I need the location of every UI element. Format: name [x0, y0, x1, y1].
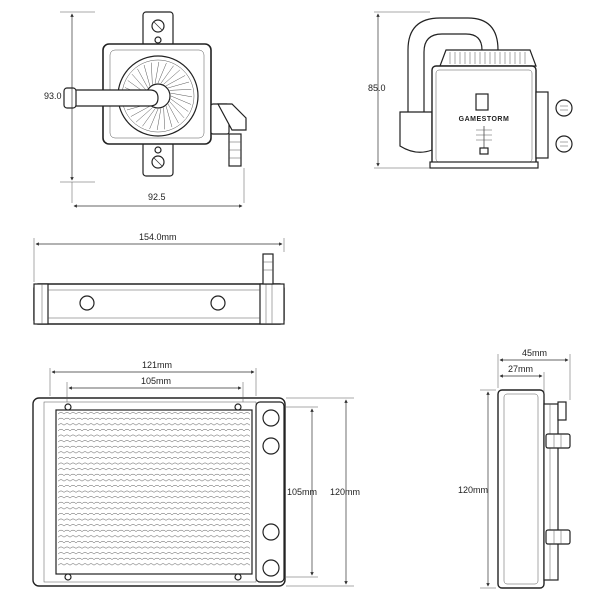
radiator-top-view: 154.0mm [33, 232, 285, 325]
radiator-outer-height-label: 120mm [330, 487, 360, 497]
radiator-total-depth-label: 45mm [522, 348, 547, 358]
radiator-length-label: 154.0mm [139, 232, 177, 242]
pump-side-height-label: 85.0 [368, 83, 386, 93]
pump-side-view: GAMESTORM 85.0 [368, 11, 573, 169]
radiator-core-depth-label: 27mm [508, 364, 533, 374]
pump-top-view: 93.0 92.5 [44, 11, 247, 208]
brand-logo: GAMESTORM [459, 116, 510, 123]
radiator-side-height-label: 120mm [458, 485, 488, 495]
cap-ribs [449, 52, 526, 64]
radiator-outer-width-label: 121mm [142, 360, 172, 370]
radiator-side-view: 45mm 27mm 120mm [458, 348, 571, 589]
pump-height-label: 93.0 [44, 91, 62, 101]
radiator-inner-width-label: 105mm [141, 376, 171, 386]
radiator-fins [57, 412, 251, 566]
radiator-inner-height-label: 105mm [287, 487, 317, 497]
radiator-front-view: 121mm 105mm 105mm 120mm [32, 360, 360, 587]
pump-width-label: 92.5 [148, 192, 166, 202]
